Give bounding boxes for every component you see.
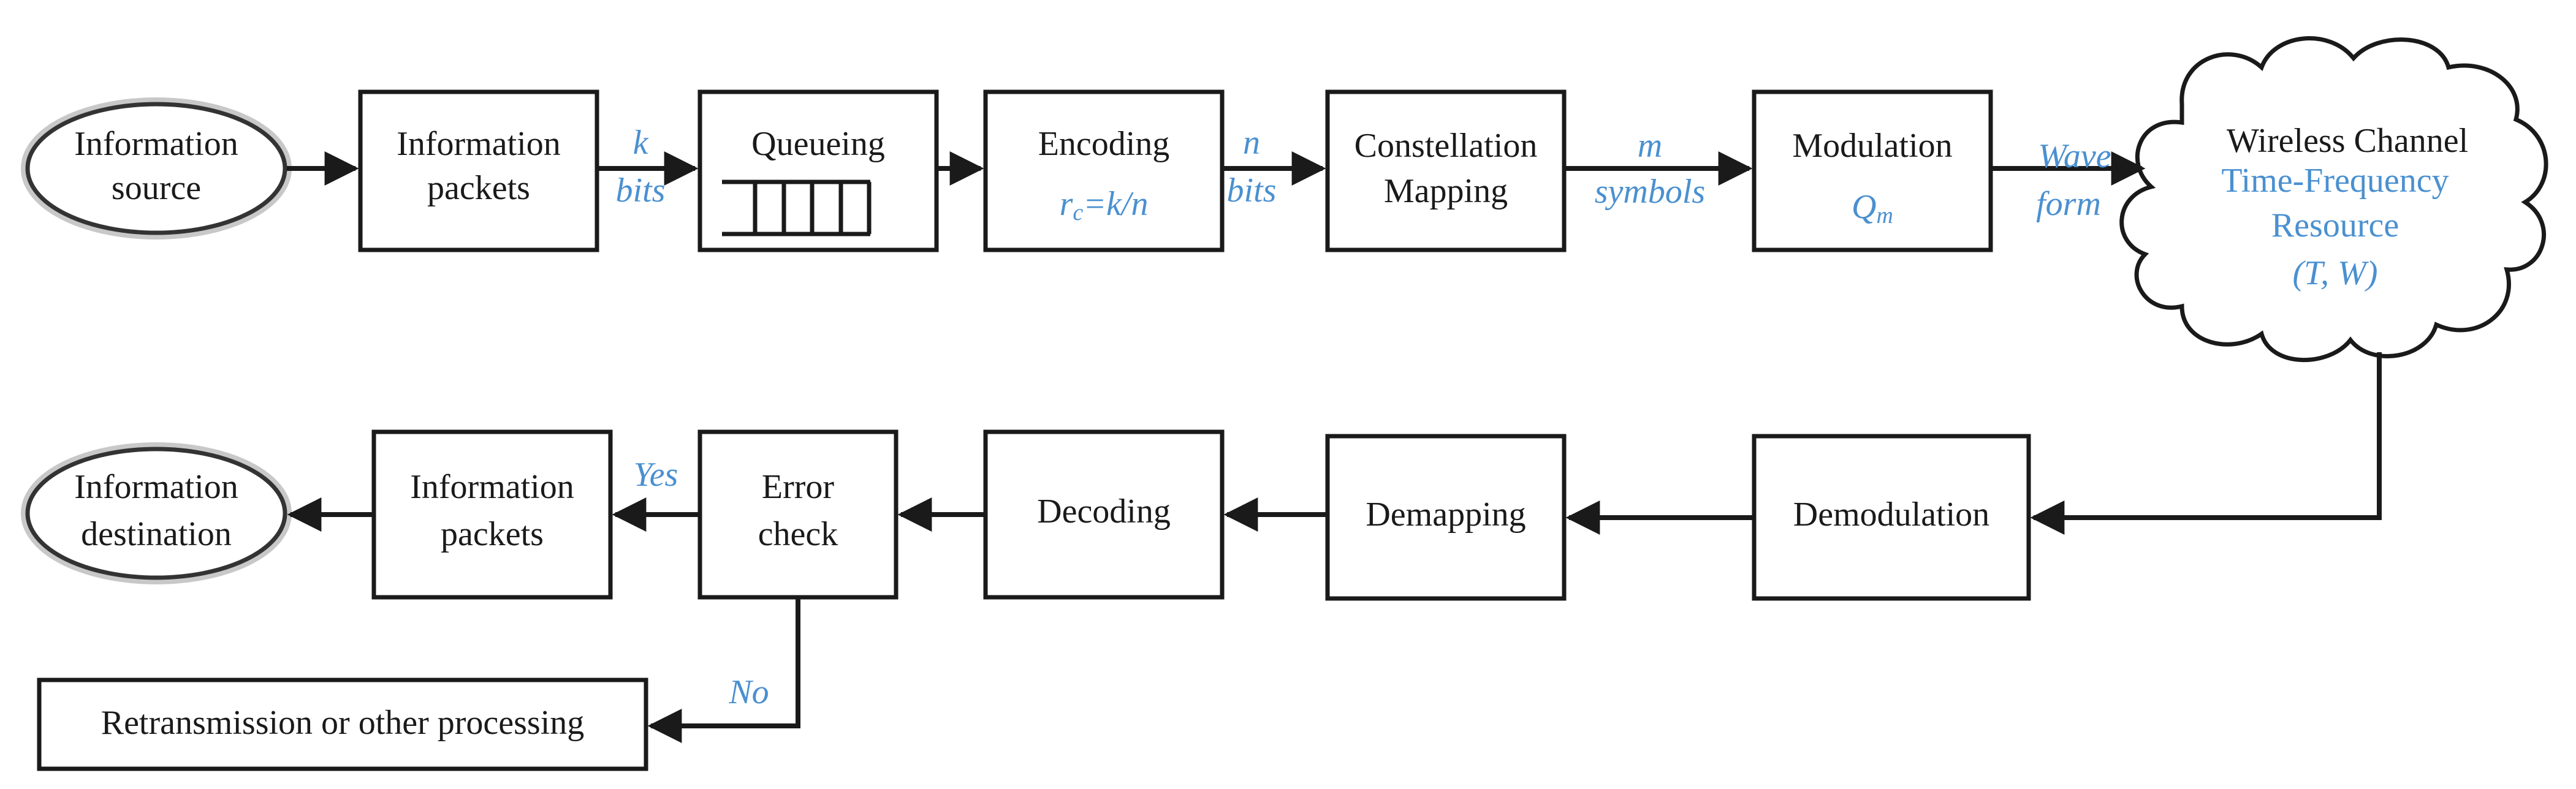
information-source-line2: source [112,169,201,207]
constellation-mapping-line1: Constellation [1354,127,1538,165]
queue-buffer-icon [722,179,872,236]
error-check-line1: Error [762,468,835,506]
code-rate-label: rc=k/n [1060,185,1149,225]
edge-label-k-bits: bits [616,172,666,210]
information-packets-tx-line2: packets [427,169,530,207]
queueing-label: Queueing [751,125,885,163]
edge-label-wave: Wave [2038,137,2111,175]
edge-label-n: n [1243,124,1260,162]
queueing-block: Queueing [697,89,939,252]
information-destination-node: Information destination [21,442,292,584]
encoding-block: Encoding rc=k/n [983,89,1225,252]
information-packets-tx-block: Information packets [358,89,599,252]
edge-label-no: No [728,673,769,711]
retransmission-block: Retransmission or other processing [37,678,648,771]
arrow-error-check-to-retransmission [647,597,800,743]
modulation-order-label: Qm [1852,188,1893,228]
encoding-label: Encoding [1038,125,1170,163]
demodulation-block: Demodulation [1752,434,2031,601]
retransmission-label: Retransmission or other processing [101,704,585,742]
error-check-line2: check [758,515,838,553]
constellation-mapping-line2: Mapping [1384,172,1508,210]
edge-label-k: k [633,124,649,162]
information-packets-rx-line2: packets [441,515,544,553]
information-packets-tx-line1: Information [397,125,560,163]
decoding-label: Decoding [1037,493,1171,530]
information-packets-rx-block: Information packets [371,429,613,600]
constellation-mapping-block: Constellation Mapping [1325,89,1567,252]
arrow-channel-to-demodulation [2030,352,2382,535]
decoding-block: Decoding [983,429,1225,600]
information-packets-rx-line1: Information [410,468,574,506]
modulation-block: Modulation Qm [1752,89,1993,252]
information-source-line1: Information [74,125,238,163]
demodulation-label: Demodulation [1793,496,1989,534]
modulation-label: Modulation [1792,127,1952,165]
wireless-channel-cloud: Wireless Channel Time-Frequency Resource… [2119,36,2548,363]
information-destination-line1: Information [74,468,238,506]
channel-resource-line2: Resource [2271,206,2399,244]
wireless-channel-title: Wireless Channel [2227,122,2468,160]
information-source-node: Information source [21,97,292,240]
demapping-block: Demapping [1325,434,1567,601]
error-check-block: Error check [697,429,899,600]
channel-resource-line3: (T, W) [2293,254,2378,292]
edge-label-m: m [1638,127,1662,165]
edge-label-m-symbols: symbols [1595,173,1705,211]
channel-resource-line1: Time-Frequency [2221,162,2449,200]
edge-label-n-bits: bits [1227,172,1277,210]
demapping-label: Demapping [1366,496,1525,534]
edge-label-yes: Yes [634,456,678,494]
edge-label-form: form [2036,185,2101,223]
information-destination-line2: destination [81,515,232,553]
